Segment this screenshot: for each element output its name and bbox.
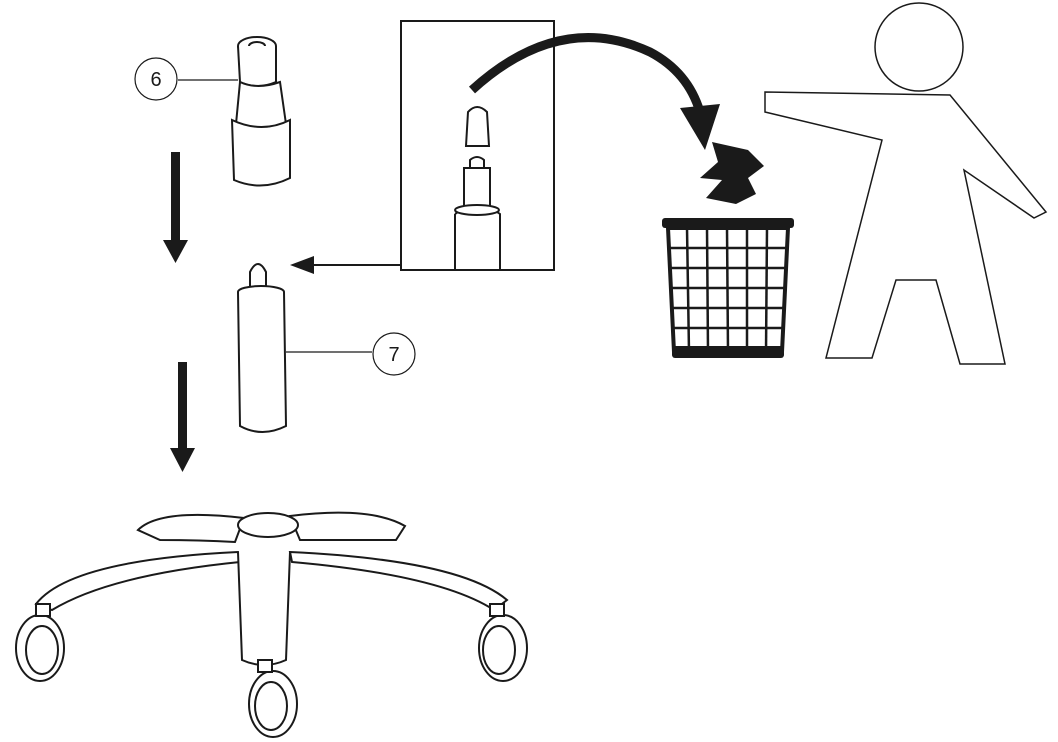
part-6-lift-cover [232, 37, 290, 186]
detail-inset-box [401, 21, 554, 270]
down-arrow-2 [170, 362, 195, 472]
trash-bin-icon [662, 218, 794, 358]
chair-base [16, 513, 527, 737]
down-arrow-1 [163, 152, 188, 263]
caster-right [479, 604, 527, 681]
callout-6: 6 [135, 58, 238, 100]
paper-debris-icon [700, 142, 764, 204]
callout-6-label: 6 [150, 69, 161, 91]
person-figure-icon [765, 3, 1046, 364]
callout-7: 7 [286, 333, 415, 375]
part-7-gas-lift [238, 264, 286, 432]
caster-left [16, 604, 64, 681]
callout-7-label: 7 [388, 344, 399, 366]
pointer-arrow-left [290, 256, 401, 274]
caster-front [249, 660, 297, 737]
